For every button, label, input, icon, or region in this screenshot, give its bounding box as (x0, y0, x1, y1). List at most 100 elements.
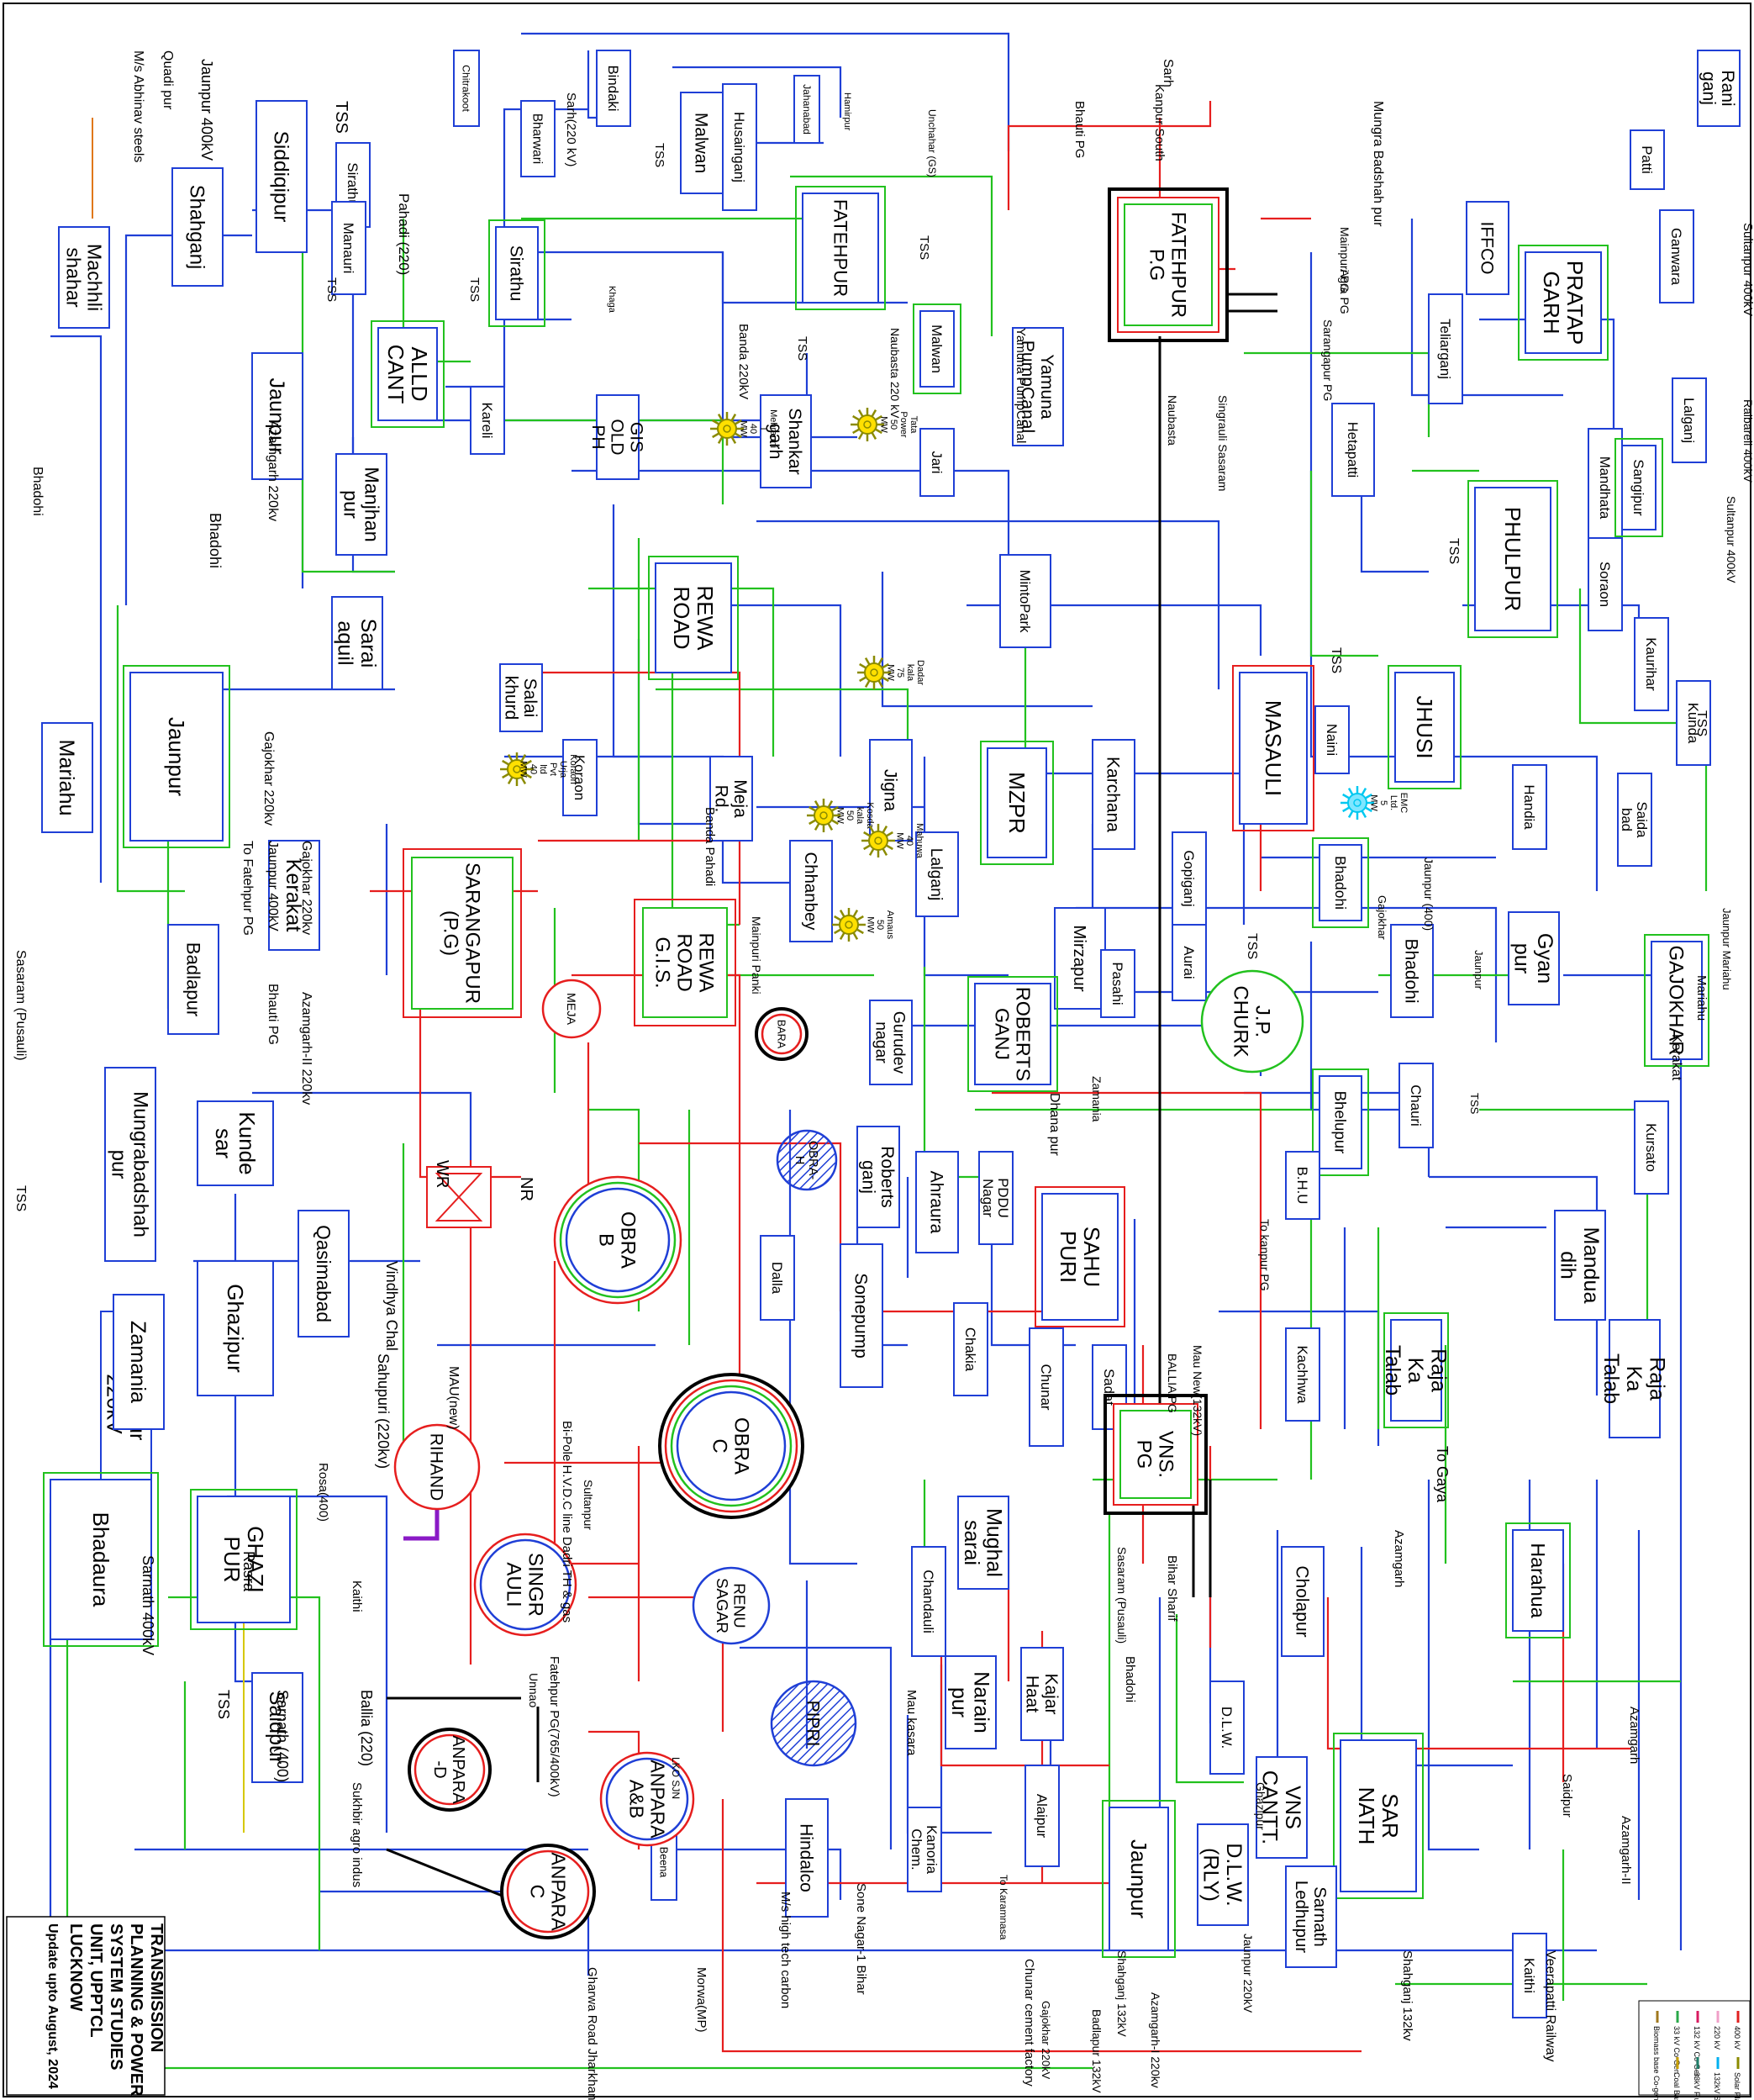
substation-dlw[interactable]: D.L.W. (1210, 1681, 1244, 1774)
substation-jaunpur[interactable]: Jaunpur (124, 666, 229, 847)
substation-zamania[interactable]: Zamania (113, 1295, 164, 1429)
plant-rihand[interactable]: RIHAND (395, 1425, 479, 1509)
substation-manjhanpur[interactable]: Manjhanpur (336, 454, 387, 555)
substation-soraon[interactable]: Soraon (1588, 538, 1622, 631)
substation-chunar[interactable]: Chunar (1030, 1328, 1063, 1446)
substation-shahganj[interactable]: Shahganj (172, 168, 223, 286)
substation-handia[interactable]: Handia (1513, 765, 1546, 849)
substation-fatehpur[interactable]: FATEHPUR (796, 187, 885, 309)
substation-alaipur[interactable]: Alaipur (1025, 1765, 1059, 1866)
substation-kursato[interactable]: Kursato (1635, 1101, 1668, 1194)
substation-malwan2[interactable]: Malwan (914, 304, 961, 393)
substation-chakia[interactable]: Chakia (954, 1303, 988, 1396)
substation-ahraura[interactable]: Ahraura (916, 1152, 958, 1253)
substation-phulpur[interactable]: PHULPUR (1468, 481, 1557, 637)
pg-station-vnspg[interactable]: VNS.PG (1105, 1396, 1206, 1513)
substation-pasahi[interactable]: Pasahi (1101, 950, 1135, 1017)
substation-rewaroad[interactable]: REWAROAD (649, 557, 738, 679)
substation-ganwara[interactable]: Ganwara (1660, 210, 1693, 303)
substation-sarnathledhupur[interactable]: SarnathLedhupur (1286, 1866, 1336, 1967)
substation-patti[interactable]: Patti (1630, 130, 1664, 189)
substation-jari[interactable]: Jari (920, 429, 954, 496)
substation-bharwari[interactable]: Bharwari (521, 101, 555, 177)
substation-karchana[interactable]: Karchana (1093, 740, 1135, 849)
substation-bhadohi[interactable]: Bhadohi (1313, 838, 1368, 927)
substation-jaunpur3[interactable]: Jaunpur (1103, 1801, 1175, 1957)
plant-pipri[interactable]: PIPRI (772, 1681, 856, 1765)
substation-kareli[interactable]: Kareli (471, 387, 504, 454)
substation-badlapur[interactable]: Badlapur (168, 925, 219, 1034)
substation-malwan[interactable]: Malwan (681, 92, 723, 193)
substation-sonepump[interactable]: Sonepump (840, 1244, 882, 1387)
substation-bhadohi2[interactable]: Bhadohi (1391, 925, 1433, 1017)
substation-husainganj[interactable]: Husainganj (723, 84, 756, 210)
substation-naini[interactable]: Naini (1315, 706, 1349, 773)
substation-mirzapur[interactable]: Mirzapur (1055, 908, 1105, 1009)
station-rewagis[interactable]: REWAROADG.I.S. (635, 900, 735, 1026)
substation-mandhata[interactable]: Mandhata (1588, 429, 1622, 546)
station-sarangapur[interactable]: SARANGAPUR(P.G) (403, 849, 521, 1017)
plant-bara[interactable]: BARA (756, 1009, 807, 1059)
substation-jahanabad[interactable]: Jahanabad (794, 76, 819, 143)
substation-mzpr[interactable]: MZPR (981, 741, 1053, 864)
substation-chandauli[interactable]: Chandauli (912, 1547, 945, 1656)
substation-chhanbey[interactable]: Chhanbey (790, 841, 832, 942)
substation-bhu[interactable]: B.H.U (1286, 1152, 1319, 1219)
substation-siddiqipur[interactable]: Siddiqipur (256, 101, 307, 252)
substation-mariahu[interactable]: Mariahu (42, 723, 92, 832)
plant-meja[interactable]: MEJA (543, 980, 600, 1037)
substation-ghazipur[interactable]: Ghazipur (198, 1261, 273, 1396)
plant-obrah[interactable]: OBRA-H (777, 1131, 836, 1190)
substation-kachhwa[interactable]: Kachhwa (1286, 1328, 1319, 1421)
substation-kaurihar[interactable]: Kaurihar (1635, 618, 1668, 710)
substation-sirathu[interactable]: Sirathu (489, 220, 545, 326)
substation-mungrabadshahpur[interactable]: Mungrabadshahpur (105, 1068, 155, 1261)
substation-hetapatti[interactable]: Hetapatti (1332, 404, 1374, 496)
substation-harahua[interactable]: Harahua (1506, 1523, 1570, 1638)
substation-sangipur[interactable]: Sangipur (1615, 439, 1662, 536)
substation-mintopark[interactable]: MintoPark (1000, 555, 1051, 647)
substation-lalganj2[interactable]: Lalganj (1672, 378, 1706, 462)
substation-gopiganj[interactable]: Gopiganj (1172, 832, 1206, 925)
substation-dlwrly[interactable]: D.L.W.(RLY) (1198, 1824, 1248, 1925)
substation-iffco[interactable]: IFFCO (1467, 202, 1509, 294)
substation-jhusi[interactable]: JHUSI (1388, 666, 1461, 789)
substation-aurai[interactable]: Aurai (1172, 925, 1206, 1000)
substation-salaikhurd[interactable]: Salaikhurd (500, 664, 542, 731)
substation-qasimabad[interactable]: Qasimabad (298, 1211, 349, 1337)
substation-cholapur[interactable]: Cholapur (1282, 1547, 1324, 1656)
substation-saraiaqil[interactable]: Saraiaquil (332, 597, 382, 689)
substation-masauli[interactable]: MASAULI (1233, 666, 1314, 831)
substation-kaithi[interactable]: Kaithi (1513, 1934, 1546, 2018)
substation-chauri[interactable]: Chauri (1399, 1063, 1433, 1148)
substation-jigna[interactable]: Jigna (870, 740, 912, 841)
plant-jpchurk[interactable]: J.P.CHURK (1202, 971, 1303, 1072)
substation-bhelupur[interactable]: Bhelupur (1313, 1069, 1368, 1175)
